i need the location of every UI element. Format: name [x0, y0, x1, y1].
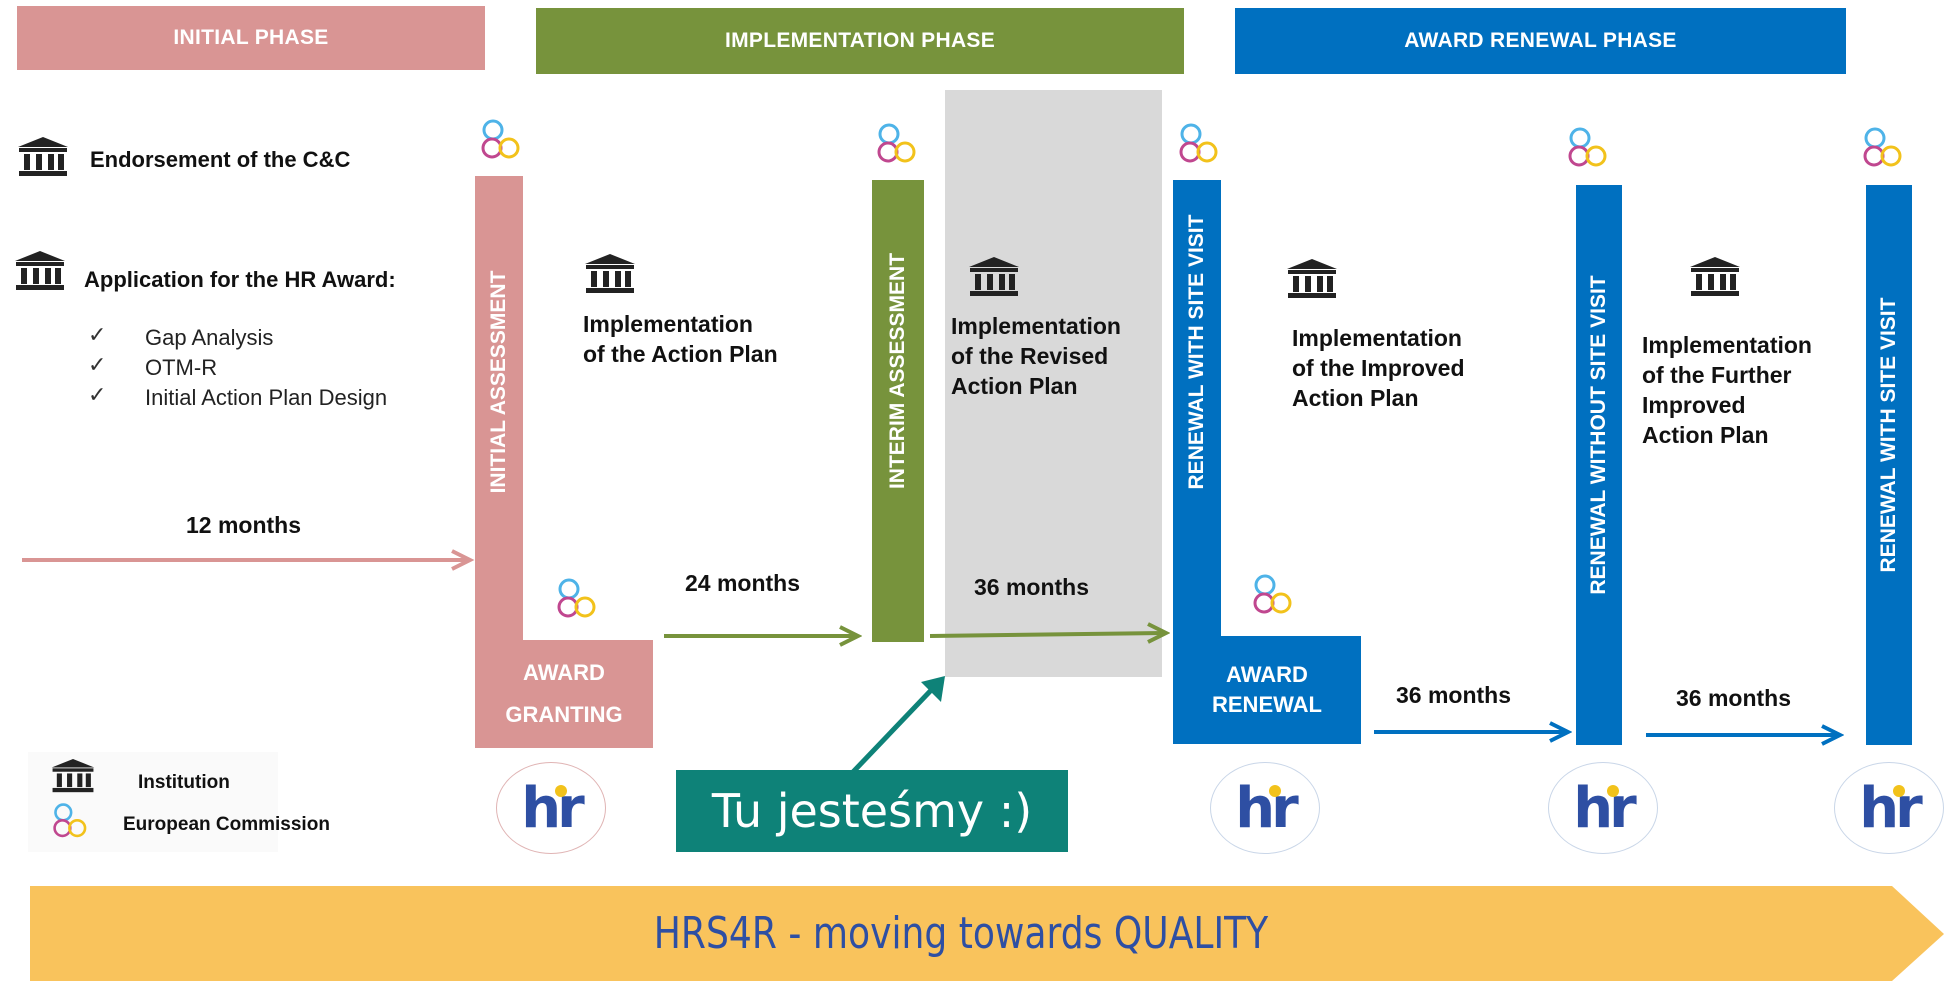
renewal-without-site-visit-bar: RENEWAL WITHOUT SITE VISIT — [1576, 185, 1622, 745]
institution-icon — [51, 758, 95, 793]
endorsement-text: Endorsement of the C&C — [90, 147, 351, 172]
european-commission-icon — [877, 123, 916, 163]
initial-assessment-label: INITIAL ASSESSMENT — [487, 270, 510, 494]
duration-24-months: 24 months — [685, 570, 801, 596]
arrow-36-months-renewal-2 — [1646, 724, 1844, 746]
initial-phase-label: INITIAL PHASE — [173, 26, 329, 49]
legend-commission-label: European Commission — [123, 814, 330, 835]
renewal-without-site-visit-label: RENEWAL WITHOUT SITE VISIT — [1587, 275, 1610, 595]
hr-logo-text: hr — [1235, 775, 1299, 841]
european-commission-icon — [1568, 127, 1607, 167]
hr-logo-text: hr — [1573, 775, 1637, 841]
check-icon: ✓ — [88, 322, 107, 347]
initial-phase-header: INITIAL PHASE — [17, 6, 485, 70]
arrow-36-months-implementation — [929, 622, 1170, 644]
checklist-item-gap-analysis: Gap Analysis — [145, 325, 274, 350]
hr-logo: hr — [496, 762, 606, 854]
hr-logo-dot — [1893, 785, 1905, 797]
hr-logo: hr — [1548, 762, 1658, 854]
european-commission-icon — [1179, 123, 1218, 163]
impl-further-text: Implementation of the Further Improved A… — [1642, 332, 1812, 448]
european-commission-icon — [557, 578, 596, 618]
checklist-item-action-plan-design: Initial Action Plan Design — [145, 385, 388, 410]
hr-logo-dot — [1269, 785, 1281, 797]
legend-institution-label: Institution — [138, 772, 230, 793]
institution-icon — [15, 251, 65, 290]
interim-assessment-label: INTERIM ASSESSMENT — [886, 252, 909, 490]
callout-arrow — [851, 676, 945, 774]
duration-36-months-b: 36 months — [1396, 682, 1512, 708]
institution-icon — [585, 254, 635, 293]
renewal-site-visit-label-2: RENEWAL WITH SITE VISIT — [1877, 297, 1900, 573]
renewal-phase-header: AWARD RENEWAL PHASE — [1235, 8, 1846, 74]
current-position-highlight — [945, 90, 1162, 677]
application-text: Application for the HR Award: — [84, 267, 396, 292]
callout-text: Tu jesteśmy :) — [711, 784, 1033, 838]
award-renewal-box: AWARD RENEWAL — [1173, 636, 1361, 744]
hr-logo-dot — [555, 785, 567, 797]
european-commission-icon — [1863, 127, 1902, 167]
check-icon: ✓ — [88, 352, 107, 377]
arrow-24-months — [664, 625, 862, 647]
quality-banner-arrow — [30, 886, 1944, 981]
institution-icon — [969, 257, 1019, 296]
implementation-phase-label: IMPLEMENTATION PHASE — [724, 29, 996, 52]
duration-36-months-a: 36 months — [974, 574, 1090, 600]
hr-logo-dot — [1607, 785, 1619, 797]
renewal-site-visit-bar-2: RENEWAL WITH SITE VISIT — [1866, 185, 1912, 745]
legend: Institution European Commission — [28, 752, 330, 852]
european-commission-icon — [1253, 574, 1292, 614]
impl-improved-text: Implementation of the Improved Action Pl… — [1292, 325, 1465, 411]
institution-icon — [1690, 257, 1740, 296]
duration-12-months: 12 months — [186, 512, 302, 538]
institution-icon — [18, 137, 68, 176]
arrow-36-months-renewal-1 — [1374, 721, 1572, 743]
implementation-phase-header: IMPLEMENTATION PHASE — [536, 8, 1184, 74]
hr-logo-text: hr — [521, 775, 585, 841]
european-commission-icon — [481, 119, 520, 159]
renewal-site-visit-label-1: RENEWAL WITH SITE VISIT — [1185, 214, 1208, 490]
european-commission-icon — [53, 803, 87, 838]
check-icon: ✓ — [88, 382, 107, 407]
checklist-item-otm-r: OTM-R — [145, 355, 218, 380]
callout-box: Tu jesteśmy :) — [676, 770, 1068, 852]
impl-action-plan-text: Implementation of the Action Plan — [583, 311, 778, 367]
duration-36-months-c: 36 months — [1676, 685, 1792, 711]
quality-banner-text: HRS4R - moving towards QUALITY — [653, 908, 1269, 959]
hr-logo: hr — [1210, 762, 1320, 854]
interim-assessment-bar: INTERIM ASSESSMENT — [872, 180, 924, 642]
award-granting-box: AWARD GRANTING — [475, 640, 653, 748]
institution-icon — [1287, 259, 1337, 298]
hr-logo-text: hr — [1859, 775, 1923, 841]
renewal-phase-label: AWARD RENEWAL PHASE — [1404, 29, 1677, 52]
hr-logo: hr — [1834, 762, 1944, 854]
arrow-12-months — [22, 549, 475, 571]
impl-revised-text: Implementation of the Revised Action Pla… — [951, 313, 1121, 399]
